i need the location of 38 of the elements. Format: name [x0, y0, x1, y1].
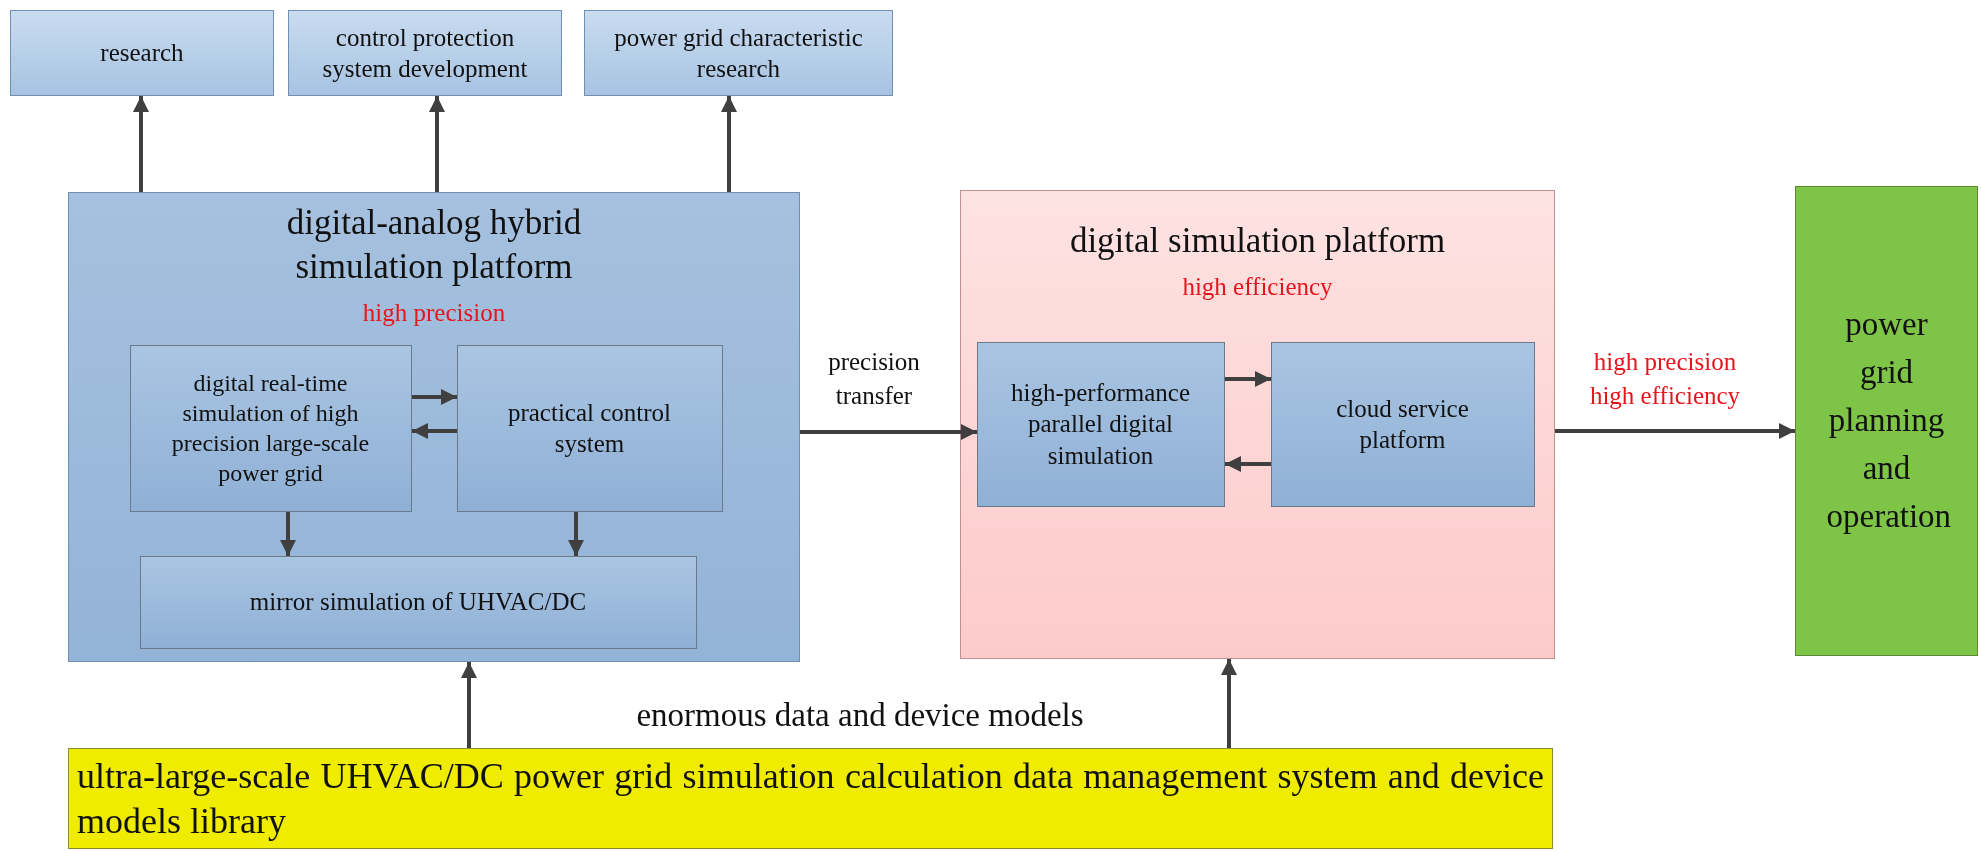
arrow	[1221, 659, 1237, 748]
process-box	[976, 341, 1225, 507]
arrow	[800, 424, 977, 440]
process-box	[129, 344, 412, 512]
process-box	[139, 555, 697, 649]
panel-title: digital-analog hybrid simulation platform	[285, 202, 583, 288]
box-label: mirror simulation of UHVAC/DC	[249, 587, 587, 618]
box-label: research	[100, 38, 184, 69]
arrow	[721, 96, 737, 192]
box-label: control protection system development	[321, 22, 529, 84]
annotation-text: enormous data and device models	[635, 697, 1085, 734]
panel-title: digital simulation platform	[1069, 220, 1446, 262]
platform-panel	[68, 192, 800, 662]
arrow	[1225, 456, 1271, 472]
process-box	[1270, 341, 1535, 507]
process-box	[1795, 186, 1978, 656]
arrow	[461, 662, 477, 748]
feature-note: high efficiency	[1182, 271, 1333, 302]
box-label: digital real-time simulation of high precision large-scale power grid	[170, 369, 371, 488]
arrow	[133, 96, 149, 192]
arrow	[568, 512, 584, 556]
box-label: high-performance parallel digital simulation	[1009, 378, 1192, 471]
arrow	[1555, 423, 1795, 439]
process-box	[288, 10, 562, 96]
process-box	[584, 10, 893, 96]
arrow	[1225, 371, 1271, 387]
box-label: cloud service platform	[1335, 393, 1470, 455]
arrow	[429, 96, 445, 192]
box-label: power grid characteristic research	[613, 22, 864, 84]
process-box	[456, 344, 723, 512]
box-label: practical control system	[506, 397, 673, 459]
arrow	[412, 389, 457, 405]
feature-note: high precision	[362, 297, 506, 328]
box-label: ultra-large-scale UHVAC/DC power grid simulation calculation data management system and device models library	[77, 754, 1544, 843]
arrow	[412, 423, 457, 439]
platform-panel	[960, 190, 1555, 659]
process-box	[10, 10, 274, 96]
arrow	[280, 512, 296, 556]
